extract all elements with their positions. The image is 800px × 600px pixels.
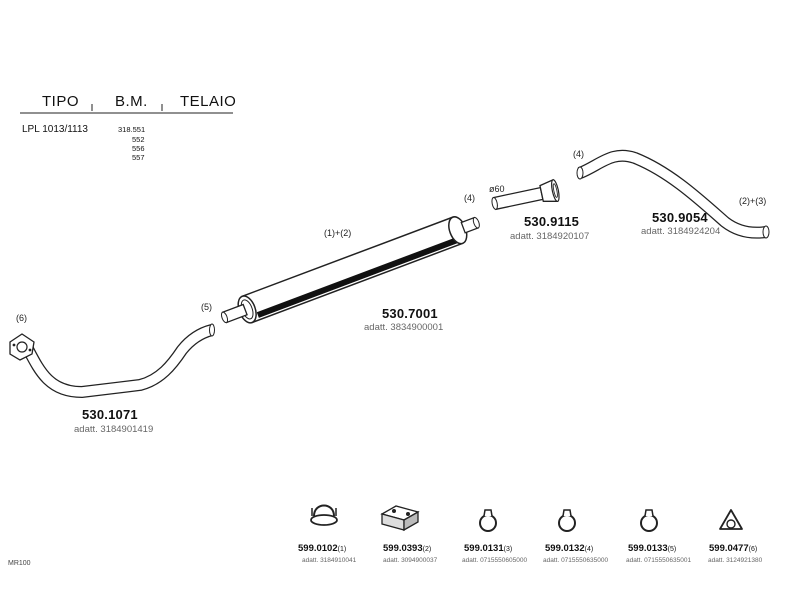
adatt-front-pipe: adatt. 3184901419 — [74, 424, 154, 435]
connector-drawing — [491, 178, 560, 211]
rubber-mount-icon — [380, 505, 420, 532]
part-number-tail-pipe: 530.9054 — [652, 210, 708, 225]
drawing-code: MR100 — [8, 560, 31, 567]
accessory-number: 599.0393(2) — [383, 543, 432, 554]
u-clamp-icon — [310, 504, 338, 526]
header-telaio: TELAIO — [180, 93, 237, 110]
accessory-number: 599.0132(4) — [545, 543, 594, 554]
part-number-front-pipe: 530.1071 — [82, 407, 138, 422]
ref-front-pipe-end: (5) — [201, 302, 212, 312]
clamp-ring-icon — [558, 509, 576, 532]
accessory-adatt: adatt. 0715550605000 — [462, 557, 528, 564]
accessory-adatt: adatt. 0715550635000 — [543, 557, 609, 564]
ref-flange-label: (6) — [16, 313, 27, 323]
bm-code: 552 — [132, 135, 145, 144]
part-number-silencer: 530.7001 — [382, 306, 438, 321]
adatt-connector: adatt. 3184920107 — [510, 231, 590, 242]
bm-code: 318.551 — [118, 125, 146, 134]
accessory-adatt: adatt. 3184910041 — [302, 557, 357, 564]
accessory-adatt: adatt. 3124921380 — [708, 557, 763, 564]
header-tipo: TIPO — [42, 93, 80, 110]
ref-tail-pipe-start: (4) — [573, 149, 584, 159]
ref-silencer: (1)+(2) — [324, 228, 352, 238]
gasket-icon — [719, 509, 743, 530]
part-number-connector: 530.9115 — [524, 214, 580, 229]
accessory-number: 599.0102(1) — [298, 543, 347, 554]
accessory-adatt: adatt. 0715550635001 — [626, 557, 692, 564]
accessory-number: 599.0131(3) — [464, 543, 513, 554]
front-pipe-drawing — [9, 323, 215, 399]
adatt-silencer: adatt. 3834900001 — [364, 322, 444, 333]
bm-code: 557 — [132, 153, 145, 162]
silencer-drawing — [220, 216, 480, 324]
accessory-adatt: adatt. 3094900037 — [383, 557, 438, 564]
tail-pipe-drawing — [576, 149, 770, 239]
clamp-ring-icon — [479, 509, 497, 532]
ref-silencer-outlet: (4) — [464, 193, 475, 203]
model-name: LPL 1013/1113 — [22, 124, 88, 135]
accessory-number: 599.0133(5) — [628, 543, 677, 554]
connector-diameter: ø60 — [489, 184, 505, 194]
bm-code: 556 — [132, 144, 145, 153]
clamp-ring-icon — [640, 509, 658, 532]
adatt-tail-pipe: adatt. 3184924204 — [641, 226, 721, 237]
header-bm: B.M. — [115, 93, 148, 110]
ref-tail-pipe-end: (2)+(3) — [739, 196, 767, 206]
accessory-number: 599.0477(6) — [709, 543, 758, 554]
